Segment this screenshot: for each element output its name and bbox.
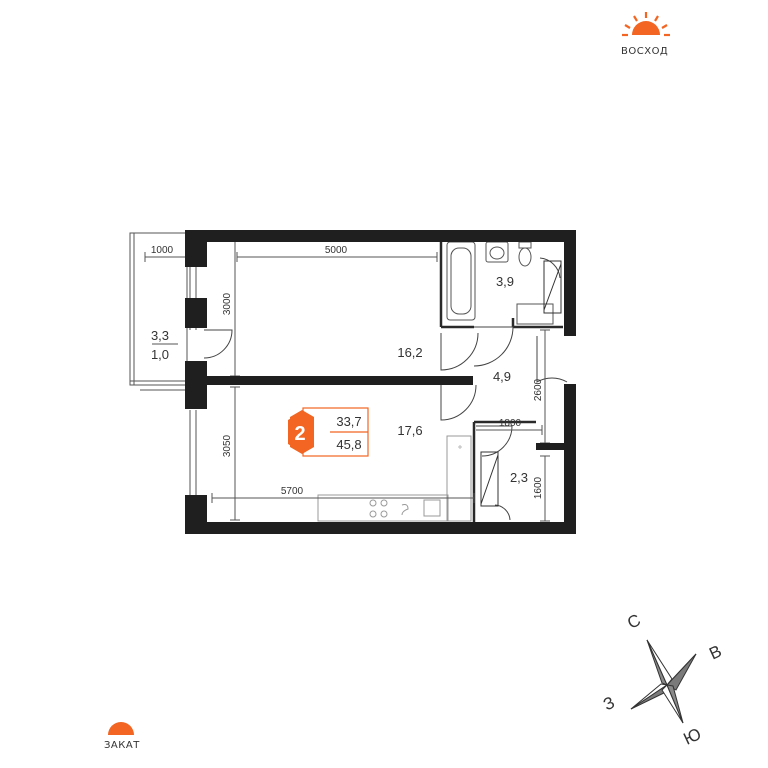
dim-lower-room-depth: 3050 xyxy=(222,434,233,457)
badge-living-area: 33,7 xyxy=(336,414,361,429)
dim-hall-width: 1800 xyxy=(499,418,522,429)
sunset-label: ЗАКАТ xyxy=(104,740,140,751)
area-balcony: 3,3 xyxy=(151,328,169,343)
dim-lower-room-width: 5700 xyxy=(281,486,304,497)
bathroom-sink xyxy=(485,241,509,263)
dim-hall-depth: 2600 xyxy=(533,378,544,401)
wardrobe-closet xyxy=(480,260,562,507)
door-swings xyxy=(203,257,568,521)
badge-total-area: 45,8 xyxy=(336,437,361,452)
dim-balcony-width: 1000 xyxy=(151,245,174,256)
sunrise-label: ВОСХОД xyxy=(621,46,669,57)
kitchen-counter xyxy=(317,435,472,522)
area-room-lower: 17,6 xyxy=(397,423,422,438)
dim-upper-room-width: 5000 xyxy=(325,245,348,256)
toilet xyxy=(518,241,532,267)
dim-upper-room-depth: 3000 xyxy=(222,292,233,315)
area-bathroom: 3,9 xyxy=(496,274,514,289)
dimension-lines xyxy=(211,240,550,522)
area-balcony-coef: 1,0 xyxy=(151,347,169,362)
compass-rose-icon xyxy=(630,639,697,724)
badge-room-count: 2 xyxy=(294,423,305,445)
area-room-upper: 16,2 xyxy=(397,345,422,360)
apartment-badge xyxy=(288,407,369,457)
washing-machine xyxy=(516,303,554,325)
inner-partitions xyxy=(439,240,563,526)
sunrise-icon xyxy=(622,12,670,37)
sunset-icon xyxy=(108,722,134,735)
dim-wardrobe-depth: 1600 xyxy=(533,476,544,499)
area-hallway: 4,9 xyxy=(493,369,511,384)
balcony xyxy=(129,232,188,391)
bathtub xyxy=(446,241,476,321)
area-wardrobe: 2,3 xyxy=(510,470,528,485)
outer-walls xyxy=(185,230,576,534)
